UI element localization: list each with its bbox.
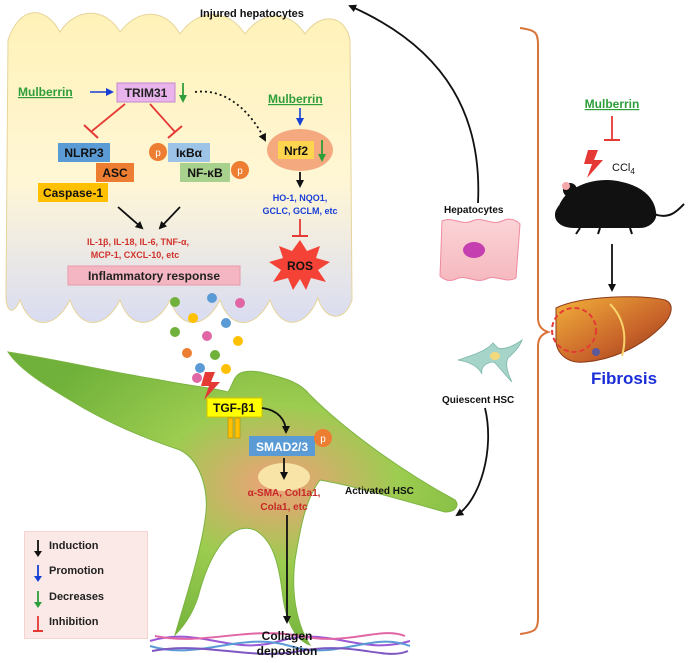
tgf-to-smad-arrow	[261, 407, 290, 434]
legend-induction-label: Induction	[49, 540, 99, 552]
hepatocyte-cell-body	[5, 12, 353, 323]
nrf2-box	[278, 141, 314, 159]
tgf-box	[206, 397, 263, 418]
phospho-smad-circle	[314, 429, 332, 447]
nlrp3-label: NLRP3	[64, 146, 104, 160]
lightning-ccl4-icon	[584, 150, 603, 178]
smad-label: SMAD2/3	[256, 440, 308, 454]
trim31-box	[116, 82, 176, 103]
nfkb-label: NF-κB	[187, 166, 223, 180]
markers-line1: α-SMA, Col1a1,	[248, 488, 321, 499]
legend-item-decreases: Decreases	[25, 589, 149, 609]
promotion-arrow-icon	[34, 565, 42, 582]
smad-box	[249, 436, 315, 456]
mulberrin-label-left: Mulberrin	[18, 85, 73, 99]
ccl4-subscript: 4	[630, 167, 635, 176]
legend-item-inhibition: Inhibition	[25, 614, 149, 634]
cytokines-line1: IL-1β, IL-18, IL-6, TNF-α,	[87, 237, 189, 247]
quiescent-hsc-nucleus	[490, 352, 500, 360]
activated-hsc-cell	[6, 351, 458, 646]
inflammatory-response-box	[67, 265, 241, 286]
nrf2-label: Nrf2	[284, 144, 308, 158]
collagen-fibers	[149, 632, 411, 655]
legend-item-induction: Induction	[25, 538, 149, 558]
legend-decreases-label: Decreases	[49, 591, 105, 603]
legend: Induction Promotion Decreases Inhibition	[24, 531, 148, 639]
quiescent-hsc-label: Quiescent HSC	[442, 395, 514, 406]
inflammatory-response-label: Inflammatory response	[88, 269, 220, 283]
ros-label: ROS	[287, 259, 313, 273]
ikba-box	[168, 143, 210, 162]
inhibit-bar-ikba	[167, 125, 183, 139]
inhibit-line-ikba	[149, 103, 176, 133]
mulberrin-label-nrf2: Mulberrin	[268, 92, 323, 106]
phospho-ikba-circle	[149, 143, 167, 161]
trim31-label: TRIM31	[125, 86, 168, 100]
ros-starburst	[269, 240, 330, 290]
decreases-arrow-icon	[34, 591, 42, 608]
mouse-icon	[554, 180, 685, 235]
induction-arrow-nfkb	[158, 206, 181, 230]
inhibit-bar-nlrp3	[83, 124, 99, 139]
quiescent-to-activated-arrow	[455, 407, 489, 517]
lightning-tgf-icon	[201, 372, 220, 400]
hepatocytes-label: Hepatocytes	[444, 205, 504, 216]
inhibition-bar-icon	[33, 616, 43, 632]
hepatocyte-nucleus-icon	[463, 242, 485, 258]
tgf-label: TGF-β1	[213, 401, 255, 415]
nlrp3-box	[58, 143, 110, 162]
legend-inhibition-label: Inhibition	[49, 616, 99, 628]
nfkb-box	[180, 163, 230, 182]
phospho-ikba-label: p	[155, 148, 161, 159]
ccl4-label: CCl4	[612, 162, 635, 176]
collagen-line1: Collagen	[262, 629, 313, 643]
caspase1-label: Caspase-1	[43, 186, 103, 200]
fibrosis-label: Fibrosis	[591, 369, 657, 388]
panel-bracket	[519, 27, 552, 635]
cytokine-dots	[170, 293, 245, 383]
cytokines-line2: MCP-1, CXCL-10, etc	[91, 250, 180, 260]
asc-box	[96, 163, 134, 182]
activated-hsc-label: Activated HSC	[345, 486, 414, 497]
ikba-label: IκBα	[176, 146, 203, 160]
tgf-receptor	[227, 417, 241, 439]
markers-line2: Cola1, etc	[260, 502, 308, 513]
phospho-smad-label: p	[320, 434, 326, 445]
inhibit-line-nlrp3	[91, 103, 126, 132]
fibrotic-liver-icon	[551, 296, 672, 363]
mulberrin-label-right: Mulberrin	[585, 97, 640, 111]
phospho-nfkb-label: p	[237, 166, 243, 177]
caspase1-box	[38, 183, 108, 202]
ccl4-main: CCl	[612, 162, 630, 174]
phospho-nfkb-circle	[231, 161, 249, 179]
targets-line2: GCLC, GCLM, etc	[262, 206, 337, 216]
hepatocyte-to-injured-arrow	[348, 4, 480, 204]
legend-item-promotion: Promotion	[25, 563, 149, 583]
induction-arrow-icon	[34, 540, 42, 557]
collagen-line2: deposition	[257, 644, 318, 658]
legend-promotion-label: Promotion	[49, 565, 104, 577]
injured-hepatocytes-title: Injured hepatocytes	[200, 8, 304, 20]
asc-label: ASC	[102, 166, 128, 180]
dotted-arrow-nrf2	[194, 90, 266, 142]
quiescent-hsc-icon	[457, 338, 523, 383]
targets-line1: HO-1, NQO1,	[273, 193, 328, 203]
induction-arrow-caspase	[117, 206, 144, 230]
